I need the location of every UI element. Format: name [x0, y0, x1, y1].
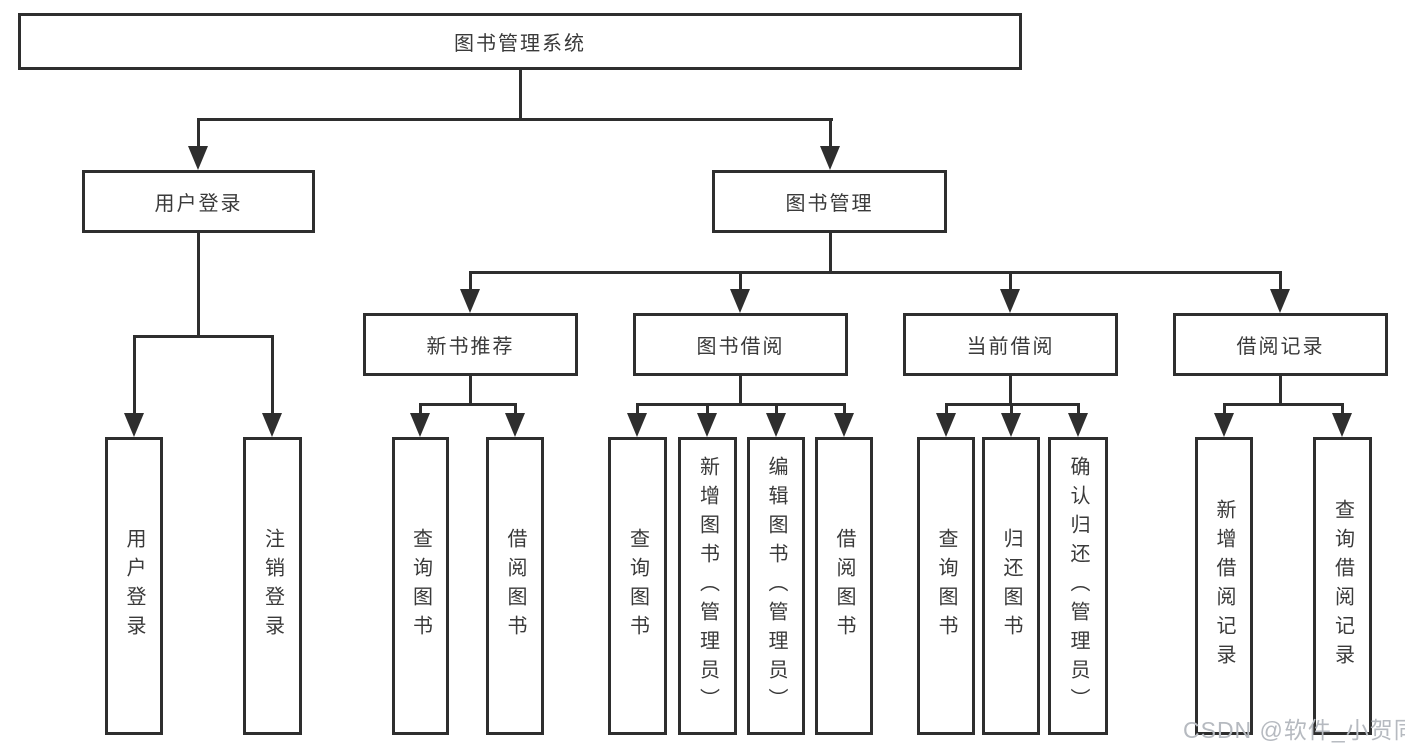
arrow-down-icon [262, 413, 282, 437]
leaf-br-query-record: 查询借阅记录 [1313, 437, 1372, 735]
leaf-bb-edit-book-admin: 编辑图书（管理员） [747, 437, 805, 735]
node-new-book-recommend: 新书推荐 [363, 313, 578, 376]
node-book-management: 图书管理 [712, 170, 947, 233]
arrow-down-icon [1000, 289, 1020, 313]
leaf-nb-borrow-book: 借阅图书 [486, 437, 544, 735]
node-root: 图书管理系统 [18, 13, 1022, 70]
connector-to-leaf [843, 403, 846, 417]
arrow-down-icon [820, 146, 840, 170]
connector-to-new-book-recommend [469, 271, 472, 293]
leaf-bb-query-book: 查询图书 [608, 437, 667, 735]
connector-to-leaf [1077, 403, 1080, 417]
connector-to-leaf [514, 403, 517, 417]
connector-to-leaf [1223, 403, 1226, 417]
leaf-logout-login: 注销登录 [243, 437, 302, 735]
arrow-down-icon [627, 413, 647, 437]
arrow-down-icon [834, 413, 854, 437]
connector-book-borrowing-stem [739, 376, 742, 406]
arrow-down-icon [697, 413, 717, 437]
leaf-cb-return-book: 归还图书 [982, 437, 1040, 735]
arrow-down-icon [1068, 413, 1088, 437]
leaf-bb-borrow-book: 借阅图书 [815, 437, 873, 735]
connector-user-login-stem [197, 233, 200, 337]
connector-book-management-stem [829, 233, 832, 274]
connector-to-leaf [419, 403, 422, 417]
connector-borrowing-records-stem [1279, 376, 1282, 406]
node-user-login: 用户登录 [82, 170, 315, 233]
leaf-nb-query-book: 查询图书 [392, 437, 449, 735]
watermark: CSDN @软件_小贺同学 [1183, 717, 1405, 743]
arrow-down-icon [410, 413, 430, 437]
connector-to-current-borrowing [1009, 271, 1012, 293]
connector-to-leaf [636, 403, 639, 417]
arrow-down-icon [1214, 413, 1234, 437]
arrow-down-icon [1001, 413, 1021, 437]
arrow-down-icon [1332, 413, 1352, 437]
connector-root-crossbar [197, 118, 833, 121]
connector-borrowing-records-crossbar [1223, 403, 1344, 406]
connector-to-leaf [1341, 403, 1344, 417]
connector-to-leaf [775, 403, 778, 417]
arrow-down-icon [730, 289, 750, 313]
connector-book-borrowing-crossbar [636, 403, 846, 406]
connector-to-borrowing-records [1279, 271, 1282, 293]
node-borrowing-records: 借阅记录 [1173, 313, 1388, 376]
leaf-bb-add-book-admin: 新增图书（管理员） [678, 437, 737, 735]
arrow-down-icon [505, 413, 525, 437]
leaf-user-login: 用户登录 [105, 437, 163, 735]
connector-root-stem [519, 70, 522, 120]
connector-to-leaf [945, 403, 948, 417]
arrow-down-icon [1270, 289, 1290, 313]
arrow-down-icon [936, 413, 956, 437]
connector-to-leaf-user-login [133, 335, 136, 415]
connector-to-leaf-logout [271, 335, 274, 415]
connector-book-management-crossbar [469, 271, 1282, 274]
leaf-cb-query-book: 查询图书 [917, 437, 975, 735]
leaf-br-add-record: 新增借阅记录 [1195, 437, 1253, 735]
connector-to-leaf [1010, 403, 1013, 417]
arrow-down-icon [766, 413, 786, 437]
connector-to-user-login [197, 118, 200, 148]
connector-current-borrowing-stem [1009, 376, 1012, 406]
connector-new-book-recommend-crossbar [419, 403, 517, 406]
arrow-down-icon [188, 146, 208, 170]
connector-to-leaf [706, 403, 709, 417]
leaf-cb-confirm-return-admin: 确认归还（管理员） [1048, 437, 1108, 735]
arrow-down-icon [124, 413, 144, 437]
connector-to-book-management [829, 118, 832, 148]
connector-to-book-borrowing [739, 271, 742, 293]
node-current-borrowing: 当前借阅 [903, 313, 1118, 376]
node-book-borrowing: 图书借阅 [633, 313, 848, 376]
connector-user-login-crossbar [133, 335, 274, 338]
arrow-down-icon [460, 289, 480, 313]
connector-new-book-recommend-stem [469, 376, 472, 406]
